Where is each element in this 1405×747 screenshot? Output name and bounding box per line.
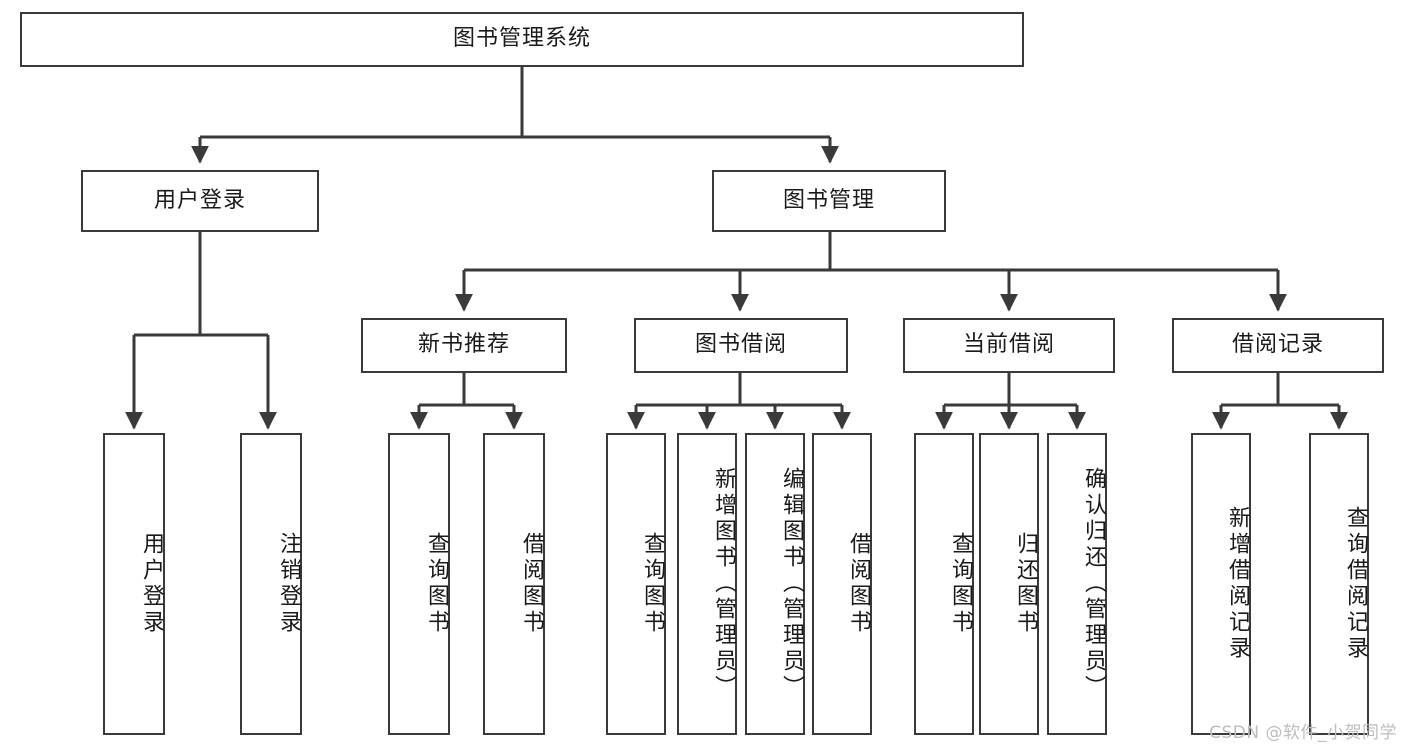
node-current-borrow[interactable]: 当前借阅 <box>903 318 1115 373</box>
watermark: CSDN @软件_小贺同学 <box>1209 723 1397 743</box>
node-leaf-return-book-label: 归还图书 <box>1013 532 1038 636</box>
node-leaf-edit-book[interactable]: 编辑图书（管理员） <box>745 433 805 735</box>
node-leaf-logout-label: 注销登录 <box>276 532 301 636</box>
node-book-borrow-label: 图书借阅 <box>694 332 787 358</box>
node-leaf-logout[interactable]: 注销登录 <box>240 433 302 735</box>
node-leaf-query-book-3-label: 查询图书 <box>948 532 973 636</box>
node-book-manage-label: 图书管理 <box>782 187 875 213</box>
node-leaf-borrow-book-2[interactable]: 借阅图书 <box>812 433 872 735</box>
node-leaf-query-record[interactable]: 查询借阅记录 <box>1309 433 1369 735</box>
node-leaf-user-login[interactable]: 用户登录 <box>103 433 165 735</box>
node-leaf-add-record-label: 新增借阅记录 <box>1225 506 1250 662</box>
node-leaf-borrow-book-1-label: 借阅图书 <box>519 532 544 636</box>
node-leaf-borrow-book-2-label: 借阅图书 <box>846 532 871 636</box>
node-root[interactable]: 图书管理系统 <box>20 12 1024 67</box>
node-current-borrow-label: 当前借阅 <box>962 332 1055 358</box>
node-leaf-query-book-1[interactable]: 查询图书 <box>388 433 450 735</box>
node-leaf-return-book[interactable]: 归还图书 <box>979 433 1039 735</box>
node-leaf-add-book-label: 新增图书（管理员） <box>711 467 736 701</box>
node-user-login[interactable]: 用户登录 <box>81 170 319 232</box>
node-borrow-record[interactable]: 借阅记录 <box>1172 318 1384 373</box>
node-leaf-query-book-3[interactable]: 查询图书 <box>914 433 974 735</box>
node-book-borrow[interactable]: 图书借阅 <box>634 318 848 373</box>
node-leaf-query-book-2[interactable]: 查询图书 <box>606 433 666 735</box>
node-leaf-confirm-return-label: 确认归还（管理员） <box>1081 467 1106 701</box>
node-leaf-user-login-label: 用户登录 <box>139 532 164 636</box>
node-borrow-record-label: 借阅记录 <box>1231 332 1324 358</box>
node-root-label: 图书管理系统 <box>452 26 591 52</box>
node-leaf-query-record-label: 查询借阅记录 <box>1343 506 1368 662</box>
node-new-book-recommend[interactable]: 新书推荐 <box>361 318 567 373</box>
node-leaf-add-record[interactable]: 新增借阅记录 <box>1191 433 1251 735</box>
node-book-manage[interactable]: 图书管理 <box>712 170 946 232</box>
node-leaf-confirm-return[interactable]: 确认归还（管理员） <box>1047 433 1107 735</box>
node-leaf-edit-book-label: 编辑图书（管理员） <box>779 467 804 701</box>
node-new-book-recommend-label: 新书推荐 <box>417 332 510 358</box>
node-user-login-label: 用户登录 <box>153 187 246 213</box>
node-leaf-borrow-book-1[interactable]: 借阅图书 <box>483 433 545 735</box>
node-leaf-query-book-1-label: 查询图书 <box>424 532 449 636</box>
node-leaf-query-book-2-label: 查询图书 <box>640 532 665 636</box>
node-leaf-add-book[interactable]: 新增图书（管理员） <box>677 433 737 735</box>
